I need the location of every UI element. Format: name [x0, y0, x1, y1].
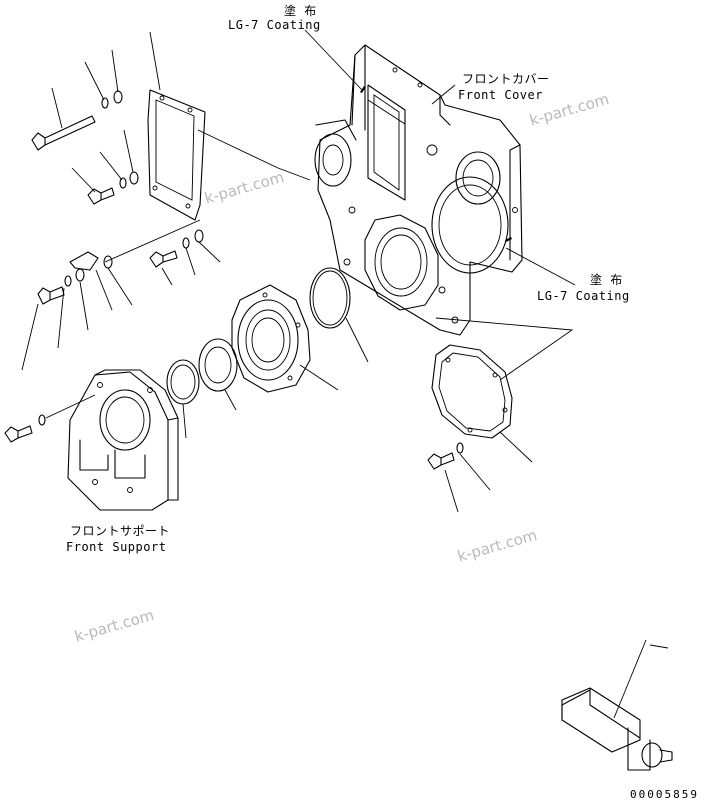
washer-small	[84, 49, 123, 109]
drawing-number: 00005859	[630, 788, 699, 801]
bolt-middle	[103, 229, 221, 306]
leader-coating-top	[304, 29, 363, 91]
coating-right-en-label: LG-7 Coating	[537, 289, 630, 303]
bolt-cover	[427, 442, 491, 513]
coating-top-jp-label: 塗 布	[284, 4, 317, 18]
o-ring	[309, 267, 369, 363]
gasket	[147, 31, 206, 221]
tool	[561, 639, 673, 771]
cover-plate	[431, 317, 574, 463]
front-support-jp-label: フロントサポート	[70, 524, 171, 538]
bolt-support	[4, 394, 96, 443]
front-cover-jp-label: フロントカバー	[462, 72, 550, 86]
front-support	[67, 369, 179, 511]
leader-front-cover	[431, 84, 456, 105]
bracket	[21, 251, 113, 371]
front-cover-en-label: Front Cover	[458, 88, 543, 102]
front-support-en-label: Front Support	[66, 540, 167, 554]
bolt-long	[31, 87, 96, 151]
front-cover	[314, 44, 523, 336]
coating-right-jp-label: 塗 布	[590, 273, 623, 287]
coating-top-en-label: LG-7 Coating	[228, 18, 321, 32]
seal	[198, 338, 238, 411]
bearing-housing	[231, 284, 339, 393]
bolt-short	[71, 129, 139, 205]
ring-small	[166, 359, 200, 439]
leader-coating-right	[505, 247, 576, 286]
